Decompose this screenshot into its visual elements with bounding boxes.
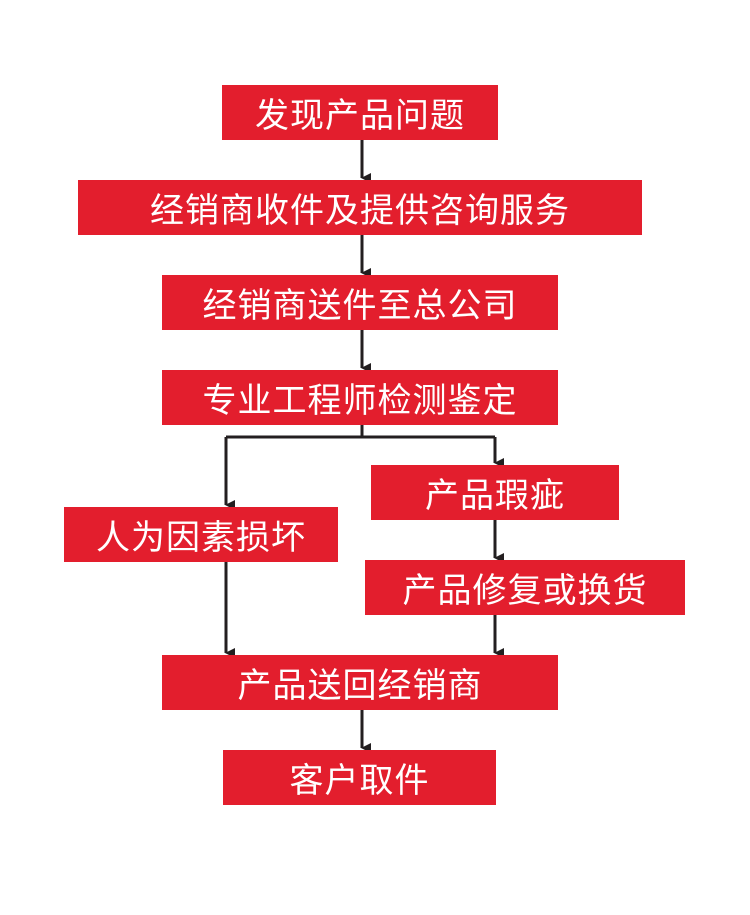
step-dealer-receive: 经销商收件及提供咨询服务 [78, 180, 642, 235]
step-product-defect-label: 产品瑕疵 [425, 476, 565, 516]
step-human-damage-label: 人为因素损坏 [96, 518, 306, 558]
step-discover-problem-label: 发现产品问题 [255, 96, 465, 136]
step-dealer-receive-label: 经销商收件及提供咨询服务 [150, 191, 570, 231]
step-dealer-send: 经销商送件至总公司 [162, 275, 558, 330]
step-return-dealer: 产品送回经销商 [162, 655, 558, 710]
step-engineer-inspect-label: 专业工程师检测鉴定 [202, 381, 518, 421]
step-return-dealer-label: 产品送回经销商 [237, 666, 483, 706]
step-discover-problem: 发现产品问题 [222, 85, 498, 140]
step-dealer-send-label: 经销商送件至总公司 [202, 286, 518, 326]
step-customer-pickup-label: 客户取件 [289, 761, 430, 801]
step-product-defect: 产品瑕疵 [371, 465, 619, 520]
step-repair-replace-label: 产品修复或换货 [402, 571, 648, 611]
step-repair-replace: 产品修复或换货 [365, 560, 685, 615]
step-engineer-inspect: 专业工程师检测鉴定 [162, 370, 558, 425]
step-human-damage: 人为因素损坏 [64, 507, 338, 562]
step-customer-pickup: 客户取件 [223, 750, 496, 805]
